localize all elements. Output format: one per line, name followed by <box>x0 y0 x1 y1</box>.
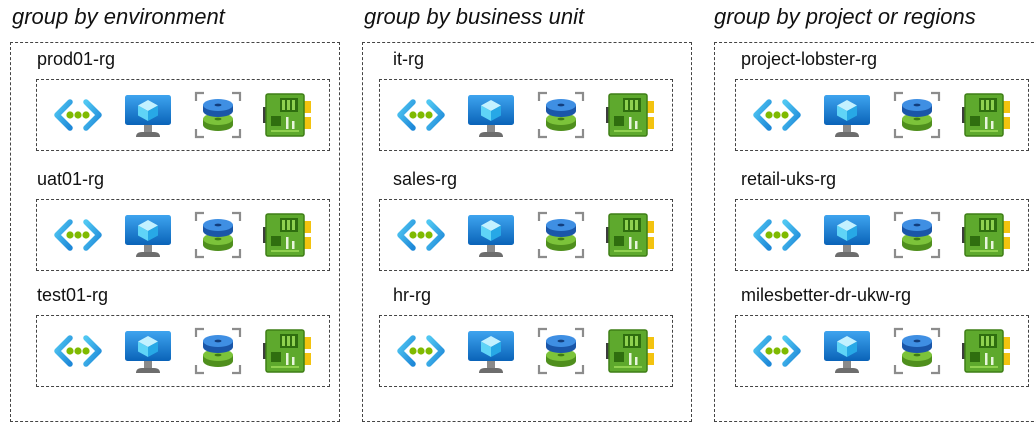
column-title: group by project or regions <box>714 4 976 29</box>
resource-group-box <box>735 79 1029 151</box>
virtual-network-icon <box>751 89 803 141</box>
virtual-machine-icon <box>465 325 517 377</box>
network-interface-icon <box>605 209 657 261</box>
managed-disk-icon <box>891 325 943 377</box>
network-interface-icon <box>961 209 1013 261</box>
managed-disk-icon <box>192 89 244 141</box>
column-title: group by business unit <box>364 4 585 29</box>
resource-group-box <box>735 199 1029 271</box>
resource-group-label: it-rg <box>393 49 424 69</box>
resource-group-box <box>379 315 673 387</box>
resource-group-box <box>735 315 1029 387</box>
group-box: prod01-rg uat01-rg test01-rg <box>10 42 340 422</box>
network-interface-icon <box>262 325 314 377</box>
resource-group-box <box>36 315 330 387</box>
resource-group: retail-uks-rg <box>715 169 1036 279</box>
virtual-machine-icon <box>821 89 873 141</box>
virtual-machine-icon <box>821 209 873 261</box>
resource-group: milesbetter-dr-ukw-rg <box>715 285 1036 395</box>
virtual-machine-icon <box>465 89 517 141</box>
virtual-machine-icon <box>122 89 174 141</box>
virtual-network-icon <box>395 89 447 141</box>
managed-disk-icon <box>891 89 943 141</box>
virtual-network-icon <box>751 325 803 377</box>
network-interface-icon <box>961 89 1013 141</box>
resource-group-box <box>36 79 330 151</box>
managed-disk-icon <box>535 325 587 377</box>
virtual-network-icon <box>395 209 447 261</box>
column-title: group by environment <box>12 4 225 29</box>
resource-group-box <box>379 79 673 151</box>
resource-group: it-rg <box>363 49 693 159</box>
managed-disk-icon <box>192 325 244 377</box>
resource-group-label: uat01-rg <box>37 169 105 189</box>
virtual-network-icon <box>395 325 447 377</box>
virtual-network-icon <box>52 325 104 377</box>
managed-disk-icon <box>535 89 587 141</box>
managed-disk-icon <box>192 209 244 261</box>
resource-group-label: project-lobster-rg <box>741 49 878 69</box>
network-interface-icon <box>262 209 314 261</box>
virtual-network-icon <box>751 209 803 261</box>
virtual-machine-icon <box>122 209 174 261</box>
virtual-machine-icon <box>122 325 174 377</box>
resource-group-label: hr-rg <box>393 285 432 305</box>
network-interface-icon <box>961 325 1013 377</box>
resource-group: project-lobster-rg <box>715 49 1036 159</box>
resource-group-box <box>36 199 330 271</box>
resource-group: test01-rg <box>11 285 341 395</box>
resource-group-label: retail-uks-rg <box>741 169 837 189</box>
resource-group-label: sales-rg <box>393 169 458 189</box>
virtual-machine-icon <box>465 209 517 261</box>
resource-group: hr-rg <box>363 285 693 395</box>
column-business-unit: group by business unit it-rg sales-rg hr… <box>360 0 695 422</box>
virtual-network-icon <box>52 89 104 141</box>
network-interface-icon <box>262 89 314 141</box>
managed-disk-icon <box>891 209 943 261</box>
resource-group-label: milesbetter-dr-ukw-rg <box>741 285 912 305</box>
resource-group-label: test01-rg <box>37 285 109 305</box>
resource-group: prod01-rg <box>11 49 341 159</box>
group-box: project-lobster-rg retail-uks-rg milesbe… <box>714 42 1036 422</box>
resource-group-box <box>379 199 673 271</box>
virtual-network-icon <box>52 209 104 261</box>
column-project-regions: group by project or regions project-lobs… <box>708 0 1036 422</box>
network-interface-icon <box>605 325 657 377</box>
resource-group: sales-rg <box>363 169 693 279</box>
virtual-machine-icon <box>821 325 873 377</box>
resource-group-label: prod01-rg <box>37 49 116 69</box>
group-box: it-rg sales-rg hr-rg <box>362 42 692 422</box>
resource-group: uat01-rg <box>11 169 341 279</box>
managed-disk-icon <box>535 209 587 261</box>
column-environment: group by environment prod01-rg uat01-rg … <box>0 0 340 422</box>
network-interface-icon <box>605 89 657 141</box>
